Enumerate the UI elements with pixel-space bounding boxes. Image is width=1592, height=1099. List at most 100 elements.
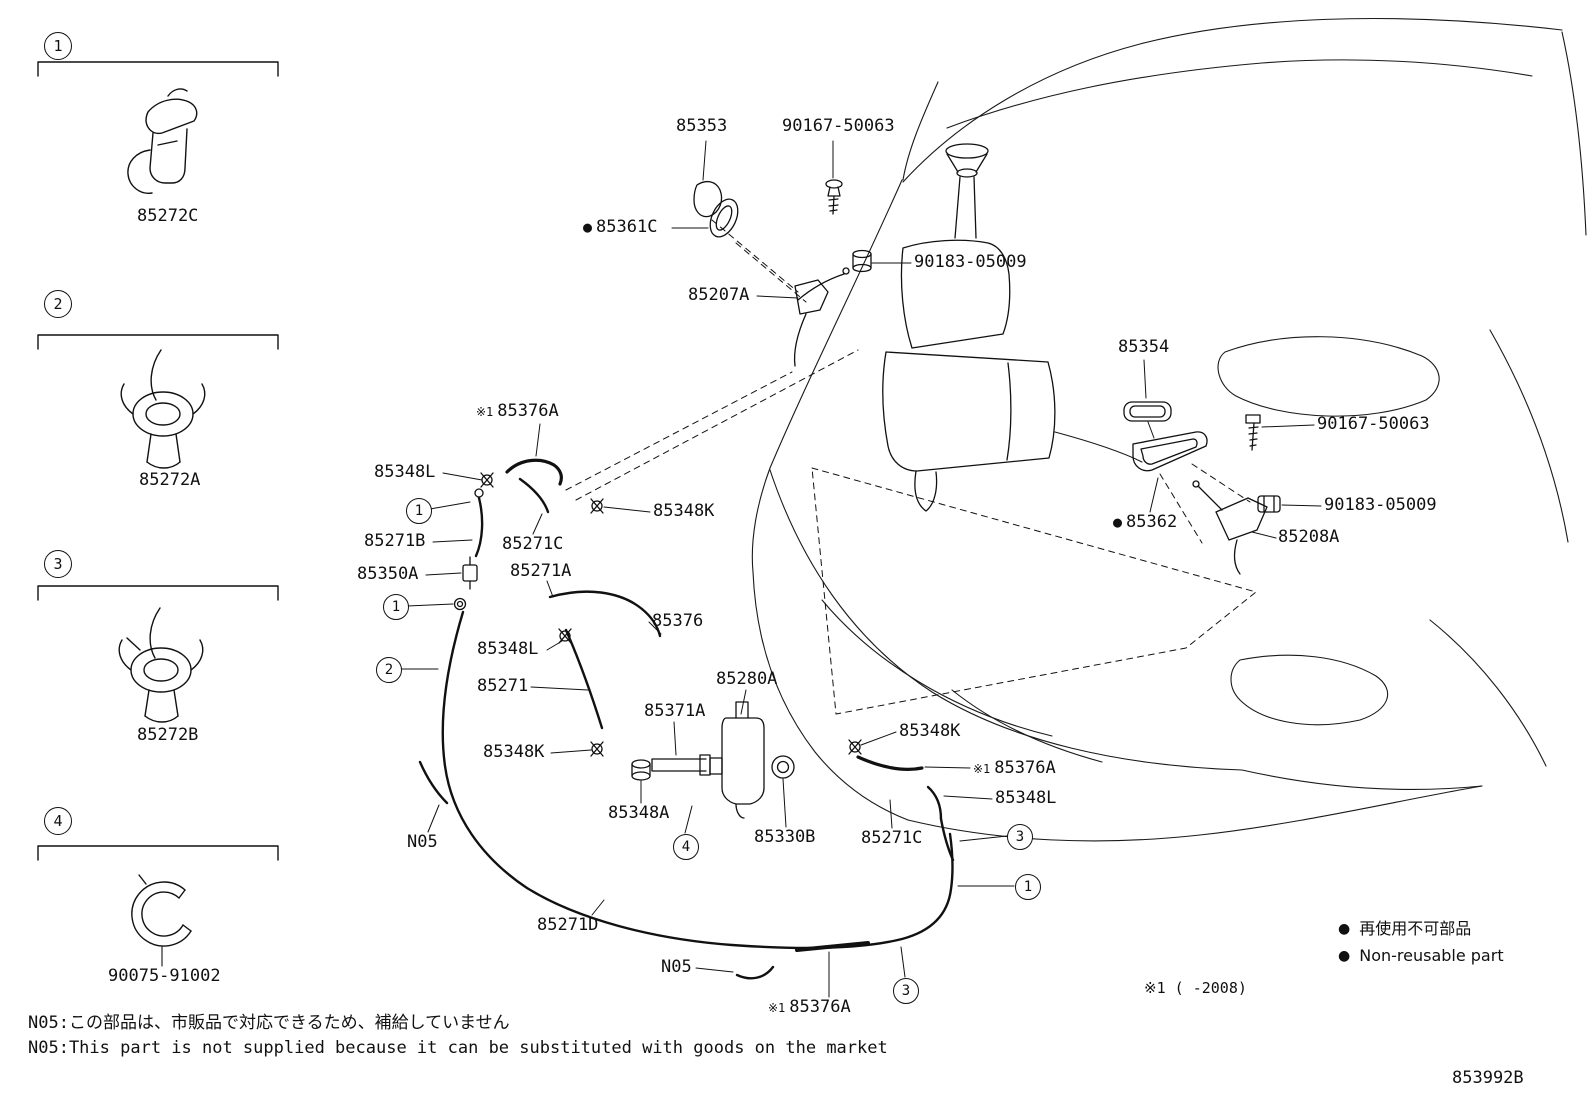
part-number-text: 85271D <box>537 915 599 935</box>
part-number-text: 85348L <box>995 788 1057 808</box>
part-label: 85348L <box>477 641 538 658</box>
part-label: 85208A <box>1278 529 1339 546</box>
sidebar-callout-1: 1 <box>44 32 72 60</box>
part-label: 90167-50063 <box>1317 416 1430 433</box>
sidebar-part-number-85272A: 85272A <box>139 470 201 490</box>
part-label: 85348K <box>899 723 960 740</box>
part-label: 85348K <box>653 503 714 520</box>
part-number-text: 85353 <box>676 116 728 136</box>
part-number-text: 90167-50063 <box>782 116 895 136</box>
part-number-text: 85280A <box>716 669 778 689</box>
part-label: 85376 <box>652 613 703 630</box>
clip-85272B-drawing <box>118 607 204 723</box>
part-label: 85348K <box>483 744 544 761</box>
part-number-text: 85376 <box>652 611 704 631</box>
part-label: 85280A <box>716 671 777 688</box>
part-label: 85348L <box>995 790 1056 807</box>
part-label: 90167-50063 <box>782 118 895 135</box>
part-number-text: 85348K <box>653 501 715 521</box>
diagram-callout-number: 2 <box>376 657 402 683</box>
part-number-text: 85361C <box>596 217 658 237</box>
applicability-note: ※1 ( -2008) <box>1144 979 1247 997</box>
note-reference: ※1 <box>973 761 991 776</box>
part-label: 85271C <box>502 536 563 553</box>
sidebar-part-number-90075: 90075-91002 <box>108 966 221 986</box>
car-body-outline <box>751 17 1587 842</box>
part-label: ●85361C <box>583 219 657 236</box>
part-number-text: 85207A <box>688 285 750 305</box>
legend-nonreusable-jp: ● 再使用不可部品 <box>1338 921 1471 937</box>
part-number-text: 85371A <box>644 701 706 721</box>
sidebar-callout-4: 4 <box>44 807 72 835</box>
part-label: 85207A <box>688 287 749 304</box>
clip-85272C-drawing <box>127 88 198 194</box>
part-number-text: 85348K <box>483 742 545 762</box>
part-number-text: 85271C <box>502 534 564 554</box>
part-number-text: 85271A <box>510 561 572 581</box>
diagram-callout-number: 3 <box>1007 824 1033 850</box>
legend-jp-text: 再使用不可部品 <box>1359 919 1472 938</box>
part-number-text: 85271 <box>477 676 529 696</box>
diagram-callout-number: 1 <box>383 594 409 620</box>
leader-lines <box>399 140 1322 998</box>
part-number-text: 85348A <box>608 803 670 823</box>
part-label: 85271 <box>477 678 528 695</box>
note-reference: ※1 <box>768 1000 786 1015</box>
part-label: 90183-05009 <box>914 254 1027 271</box>
diagram-callout-number: 1 <box>406 498 432 524</box>
part-number-text: 90183-05009 <box>914 252 1027 272</box>
part-label: 85353 <box>676 118 727 135</box>
part-label: 85371A <box>644 703 705 720</box>
legend-nonreusable-en: ● Non-reusable part <box>1338 948 1504 964</box>
filled-circle-icon: ● <box>1338 948 1351 964</box>
part-number-text: 85376A <box>789 997 851 1017</box>
part-number-text: 85348L <box>477 639 539 659</box>
part-number-text: 85208A <box>1278 527 1340 547</box>
diagram-callout-number: 4 <box>673 834 699 860</box>
part-number-text: 85271C <box>861 828 923 848</box>
sidebar-callout-3: 3 <box>44 550 72 578</box>
part-number-text: 85376A <box>497 401 559 421</box>
part-label: 85271C <box>861 830 922 847</box>
note-reference: ※1 <box>476 404 494 419</box>
part-label: 85271A <box>510 563 571 580</box>
washer-reservoir-drawing <box>882 143 1056 512</box>
clip-85272A-drawing <box>120 349 206 469</box>
part-number-text: 85330B <box>754 827 816 847</box>
part-number-text: 85376A <box>994 758 1056 778</box>
sidebar-callout-2: 2 <box>44 290 72 318</box>
part-label: 85271B <box>364 533 425 550</box>
part-label: 85271D <box>537 917 598 934</box>
small-parts-drawings <box>453 179 1281 819</box>
part-number-text: 90183-05009 <box>1324 495 1437 515</box>
part-label: 85348L <box>374 464 435 481</box>
part-label: 85350A <box>357 566 418 583</box>
part-label: ●85362 <box>1113 514 1177 531</box>
part-number-text: 85348L <box>374 462 436 482</box>
part-number-text: N05 <box>661 957 692 977</box>
footnote-jp: N05:この部品は、市販品で対応できるため、補給していません <box>28 1013 510 1033</box>
part-label: N05 <box>661 959 692 976</box>
part-number-text: 90167-50063 <box>1317 414 1430 434</box>
non-reusable-bullet-icon: ● <box>583 218 593 236</box>
clamp-90075-drawing <box>131 874 192 967</box>
non-reusable-bullet-icon: ● <box>1113 513 1123 531</box>
part-label: N05 <box>407 834 438 851</box>
sidebar-part-number-85272C: 85272C <box>137 206 199 226</box>
part-number-text: 85350A <box>357 564 419 584</box>
part-label: 85330B <box>754 829 815 846</box>
diagram-callout-number: 3 <box>893 978 919 1004</box>
washer-hoses <box>418 458 955 980</box>
part-label: 85348A <box>608 805 669 822</box>
part-number-text: 85354 <box>1118 337 1170 357</box>
part-label: 90183-05009 <box>1324 497 1437 514</box>
part-number-text: N05 <box>407 832 438 852</box>
diagram-number: 853992B <box>1452 1068 1524 1088</box>
footnote-en: N05:This part is not supplied because it… <box>28 1038 888 1058</box>
filled-circle-icon: ● <box>1338 921 1351 937</box>
